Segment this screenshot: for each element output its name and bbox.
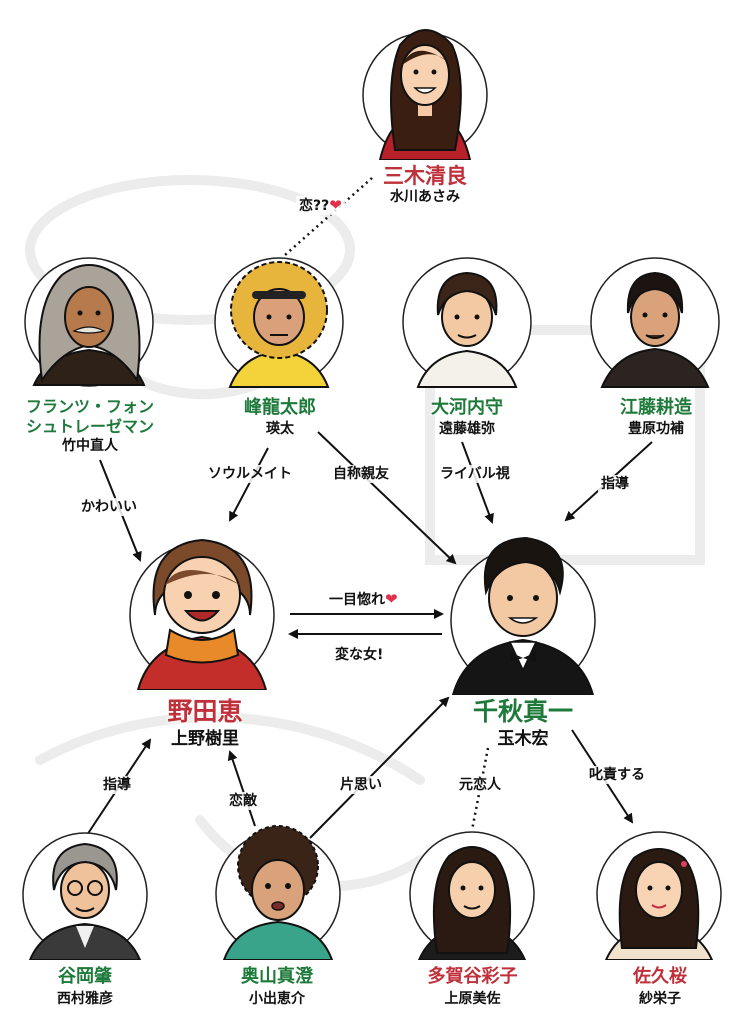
char-name-saku: 佐久桜 — [633, 966, 687, 987]
edge-jisho-shinyu — [317, 431, 457, 565]
char-name-noda-megumi: 野田恵 — [167, 697, 243, 726]
rel-label-hen-na-onna: 変な女! — [332, 646, 387, 664]
char-name-okochi: 大河内守 — [431, 397, 503, 418]
heart-icon: ❤ — [329, 196, 342, 214]
actor-name-chiaki: 玉木宏 — [497, 729, 549, 749]
portrait-mine-ryutaro — [214, 257, 344, 388]
char-name-mine-ryutaro: 峰龍太郎 — [244, 397, 316, 418]
rel-label-kataomoi: 片思い — [337, 776, 385, 794]
rel-label-kawaii: かわいい — [78, 498, 140, 516]
actor-name-okochi: 遠藤雄弥 — [439, 421, 495, 437]
char-name-miki-kiyora: 三木清良 — [383, 164, 467, 188]
edge-koi — [284, 177, 373, 256]
edge-moto-koibito — [470, 747, 490, 831]
rel-label-renteki: 恋敵 — [226, 792, 260, 810]
edge-kataomoi — [309, 696, 450, 839]
actor-name-taga: 上原美佐 — [444, 991, 501, 1007]
portrait-noda-megumi — [129, 538, 275, 690]
rel-label-rival: ライバル視 — [437, 465, 513, 483]
actor-name-franz: 竹中直人 — [62, 438, 118, 454]
rel-label-shisseki: 叱責する — [586, 766, 648, 784]
char-name-taga: 多賀谷彩子 — [427, 966, 518, 987]
portrait-saku — [596, 831, 722, 960]
rel-label-hitomebore: 一目惚れ❤ — [326, 590, 401, 609]
rel-label-jisho-shinyu: 自称親友 — [330, 465, 392, 483]
portrait-okuyama — [215, 825, 341, 960]
portrait-tanioka — [22, 832, 148, 960]
char-name-tanioka: 谷岡肇 — [58, 966, 112, 987]
edge-renteki — [227, 750, 256, 827]
heart-icon: ❤ — [385, 590, 398, 608]
actor-name-tanioka: 西村雅彦 — [57, 991, 113, 1007]
rel-label-shido-eto: 指導 — [598, 475, 632, 493]
portrait-okochi — [402, 257, 532, 388]
portrait-miki-kiyora — [362, 29, 488, 160]
actor-name-eto: 豊原功補 — [628, 421, 684, 437]
actor-name-saku: 紗栄子 — [639, 991, 681, 1007]
rel-label-koi-text: 恋?? — [299, 198, 330, 214]
actor-name-mine-ryutaro: 瑛太 — [266, 421, 294, 437]
char-name-franz-line1: フランツ・フォン — [25, 397, 154, 416]
char-name-okuyama: 奥山真澄 — [241, 966, 313, 987]
char-name-eto: 江藤耕造 — [620, 397, 692, 418]
actor-name-okuyama: 小出恵介 — [249, 991, 305, 1007]
rel-label-koi: 恋??❤ — [296, 196, 345, 215]
rel-label-soulmate: ソウルメイト — [205, 465, 295, 483]
rel-label-hitomebore-text: 一目惚れ — [329, 592, 385, 608]
actor-name-noda-megumi: 上野樹里 — [171, 729, 239, 749]
actor-name-miki-kiyora: 水川あさみ — [390, 189, 460, 205]
portrait-chiaki — [450, 536, 596, 695]
edge-soulmate — [229, 447, 269, 522]
rel-label-moto-koibito: 元恋人 — [456, 776, 504, 794]
portrait-eto — [590, 257, 720, 388]
portrait-taga — [409, 831, 535, 960]
portrait-franz — [24, 257, 154, 387]
rel-label-shido-tanioka: 指導 — [100, 776, 134, 794]
char-name-chiaki: 千秋真一 — [472, 697, 573, 726]
char-name-franz-line2: シュトレーゼマン — [25, 417, 154, 436]
